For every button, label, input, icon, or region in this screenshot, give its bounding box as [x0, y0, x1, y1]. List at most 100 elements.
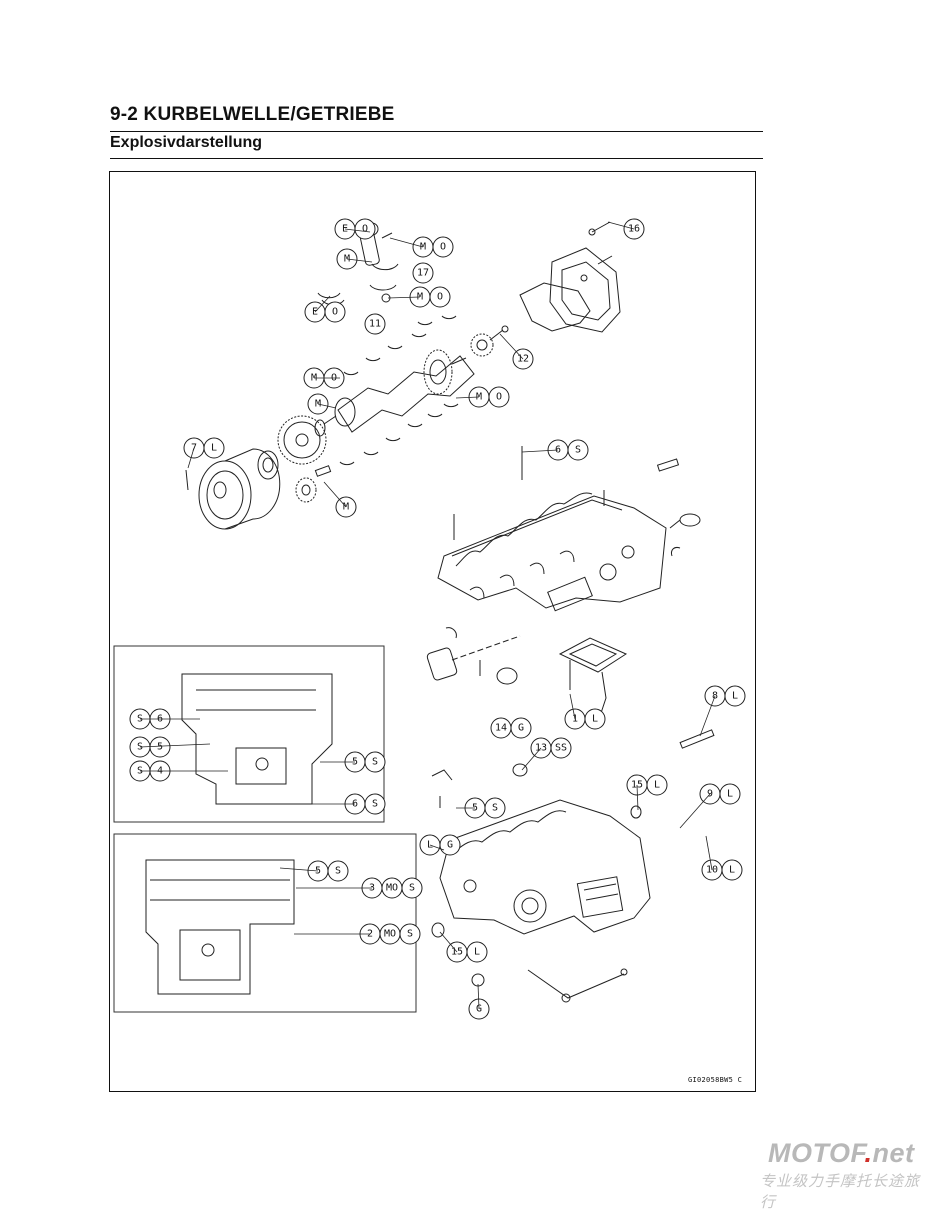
- leader-line: [139, 743, 211, 748]
- leader-line: [187, 447, 195, 469]
- callout-circle: [149, 736, 171, 758]
- leader-line: [387, 296, 421, 299]
- callout-label: S: [492, 803, 498, 814]
- oil-pipe: [527, 969, 625, 999]
- inset1-case-outline: [181, 673, 333, 805]
- callout-label: G: [518, 723, 524, 734]
- oil-seal: [496, 667, 518, 685]
- oil-jet: [679, 729, 715, 749]
- leader-lines: [139, 221, 716, 1010]
- callout-circle: [429, 286, 451, 308]
- callout-label: L: [474, 947, 480, 958]
- leader-line: [389, 237, 424, 248]
- callout-circle: [203, 437, 225, 459]
- callout-circle: [567, 439, 589, 461]
- cover-gasket: [519, 282, 591, 332]
- leader-line: [477, 983, 480, 1010]
- leader-line: [429, 844, 445, 851]
- callout-label: S: [575, 445, 581, 456]
- callout-circle: [510, 717, 532, 739]
- leader-line: [699, 695, 716, 737]
- watermark-brand-tld: net: [872, 1138, 915, 1168]
- plug: [431, 922, 445, 938]
- leader-line: [323, 481, 347, 508]
- callout-circle: [327, 860, 349, 882]
- callout-circle: [484, 797, 506, 819]
- callout-label: O: [362, 224, 368, 235]
- callout-label: L: [211, 443, 217, 454]
- pipe-fitting: [561, 993, 571, 1003]
- callout-circle: [364, 793, 386, 815]
- callout-circle: [584, 708, 606, 730]
- callout-circle: [646, 774, 668, 796]
- callout-circle: [550, 737, 572, 759]
- callout-circle: [488, 386, 510, 408]
- callout-circle: [364, 751, 386, 773]
- leader-line: [346, 258, 373, 263]
- callout-label: S: [372, 799, 378, 810]
- inset-lower-case-bolts: [113, 833, 417, 1013]
- callout-label: 14: [495, 723, 507, 734]
- callout-circle: [354, 218, 376, 240]
- callout-label: 11: [369, 319, 381, 330]
- plug: [630, 805, 642, 819]
- title-rule: [110, 131, 763, 132]
- callout-label: O: [440, 242, 446, 253]
- callout-label: L: [592, 714, 598, 725]
- callout-label: L: [727, 789, 733, 800]
- inset-upper-case-bolts: [113, 645, 385, 823]
- callout-circle: [364, 313, 386, 335]
- pipe-fitting: [620, 968, 628, 976]
- diagram-frame: [109, 171, 756, 1092]
- callout-label: O: [496, 392, 502, 403]
- callout-label: SS: [555, 743, 567, 754]
- rotor-bolt: [185, 469, 189, 491]
- callout-circle: [724, 685, 746, 707]
- callout-label: S: [335, 866, 341, 877]
- callout-label: MO: [386, 883, 398, 894]
- watermark-tagline: 专业级力手摩托长途旅行: [760, 1173, 921, 1211]
- callout-label: L: [654, 780, 660, 791]
- watermark-brand: MOTOF.net: [768, 1138, 915, 1169]
- leader-line: [521, 747, 542, 771]
- bearing-shell: [317, 292, 341, 299]
- subtitle-rule: [110, 158, 763, 159]
- callout-label: 17: [417, 268, 429, 279]
- callout-circle: [399, 923, 421, 945]
- watermark-brand-dot: .: [864, 1138, 873, 1168]
- callout-circle: [466, 941, 488, 963]
- output-shaft-collar: [426, 635, 521, 681]
- leader-line: [455, 396, 480, 399]
- callout-label: S: [372, 757, 378, 768]
- bracket: [431, 769, 453, 781]
- page-title: 9-2 KURBELWELLE/GETRIEBE: [110, 104, 395, 125]
- camshaft-sprocket: [470, 325, 509, 357]
- callout-label: L: [729, 865, 735, 876]
- section-subtitle: Explosivdarstellung: [110, 134, 263, 151]
- callout-label: S: [409, 883, 415, 894]
- crankcase-end-cover: [549, 221, 621, 333]
- upper-crankcase: [437, 446, 701, 612]
- circlip: [445, 627, 457, 639]
- callout-circle: [324, 301, 346, 323]
- inset2-case-outline: [145, 859, 295, 995]
- leader-line: [344, 228, 371, 233]
- callout-label: 5: [157, 742, 163, 753]
- watermark-brand-main: MOTOF: [768, 1138, 865, 1168]
- callout-circle: [439, 834, 461, 856]
- leader-line: [636, 784, 639, 811]
- crankshaft: [314, 349, 475, 437]
- leader-line: [705, 835, 713, 871]
- callout-circle: [721, 859, 743, 881]
- leader-line: [607, 221, 635, 230]
- clutch-gear: [295, 465, 332, 503]
- figure-reference: GI02058BW5 C: [688, 1076, 743, 1084]
- leader-line: [317, 403, 337, 409]
- rod-cap: [369, 284, 397, 291]
- callout-label: S: [407, 929, 413, 940]
- callout-label: O: [437, 292, 443, 303]
- callout-circle: [432, 236, 454, 258]
- callout-label: O: [332, 307, 338, 318]
